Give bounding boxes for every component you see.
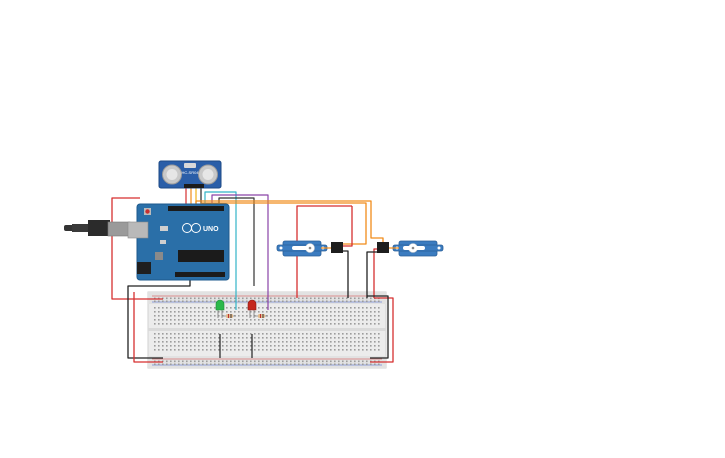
atmega-chip bbox=[178, 250, 224, 262]
wire-purple bbox=[211, 194, 269, 310]
wire-orange-servo-2 bbox=[200, 202, 367, 245]
resistor-1[interactable] bbox=[222, 314, 236, 318]
wires bbox=[111, 188, 394, 363]
wire-red-rail-right bbox=[370, 297, 394, 363]
servo-1-connector bbox=[331, 242, 343, 253]
wire-black-rail-right bbox=[367, 295, 389, 359]
wire-red-rail-left bbox=[133, 292, 163, 363]
reset-button[interactable] bbox=[145, 209, 150, 214]
servo-motor-2[interactable] bbox=[377, 240, 444, 257]
arduino-uno[interactable]: UNO bbox=[127, 203, 230, 281]
analog-power-header bbox=[175, 272, 225, 277]
wire-servo1-black bbox=[343, 250, 349, 298]
servo-motor-1[interactable] bbox=[276, 240, 343, 257]
ultrasonic-sensor[interactable]: HC-SR04 bbox=[158, 160, 222, 189]
wire-cyan bbox=[204, 191, 237, 310]
wire-servo1-red bbox=[296, 205, 352, 298]
wire-black-gnd-1 bbox=[127, 280, 191, 359]
wire-orange-servo-1 bbox=[195, 200, 384, 245]
arduino-brand-label: UNO bbox=[203, 226, 219, 233]
breadboard[interactable] bbox=[147, 291, 387, 369]
breadboard-holes bbox=[154, 297, 380, 366]
wire-servo2-red bbox=[373, 248, 377, 298]
resistor-2[interactable] bbox=[254, 314, 268, 318]
digital-header bbox=[168, 206, 224, 211]
sensor-label: HC-SR04 bbox=[181, 170, 199, 175]
wire-servo2-black bbox=[366, 251, 377, 298]
usb-cable bbox=[64, 220, 131, 237]
wire-servo1-red-b bbox=[343, 206, 353, 247]
wire-red-5v bbox=[111, 197, 163, 300]
servo-2-connector bbox=[377, 242, 389, 253]
led-red[interactable] bbox=[247, 299, 257, 318]
led-green[interactable] bbox=[215, 299, 225, 318]
